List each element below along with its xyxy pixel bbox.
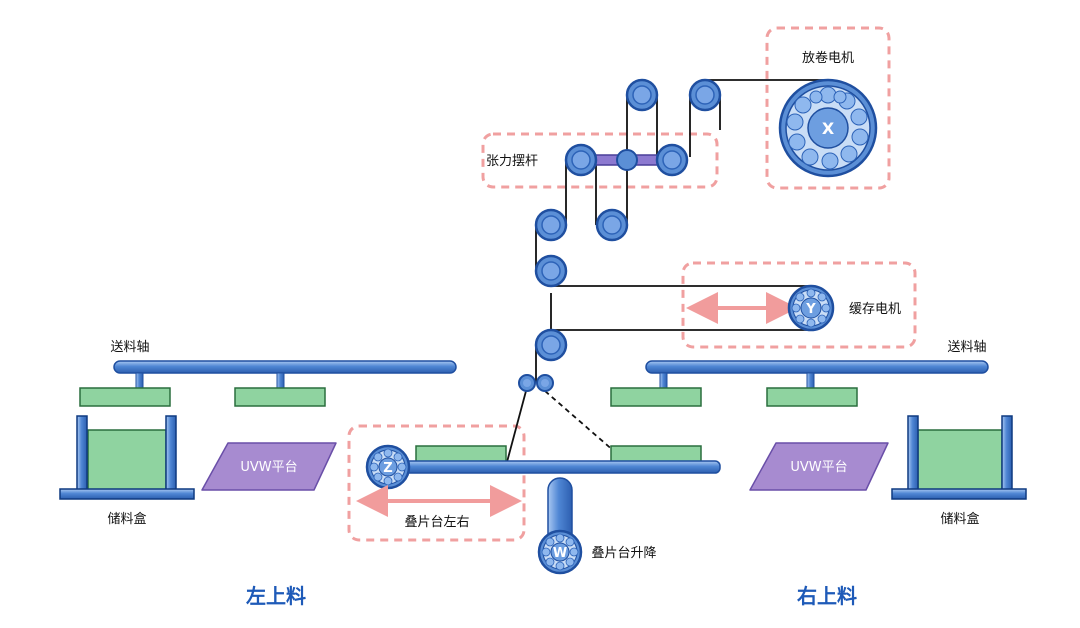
stack-lr-label: 叠片台左右 bbox=[404, 515, 469, 530]
tension-arm bbox=[564, 143, 689, 177]
roller bbox=[688, 78, 722, 112]
feed-shaft-left-label: 送料轴 bbox=[110, 340, 149, 355]
uvw-right-label: UVW平台 bbox=[790, 460, 847, 475]
buffer-motor-label: 缓存电机 bbox=[849, 302, 901, 317]
motor-y-letter: Y bbox=[805, 302, 816, 317]
stack-motor-w: W bbox=[537, 529, 583, 575]
storage-box-left-label: 储料盒 bbox=[107, 511, 146, 527]
tension-arm-label: 张力摆杆 bbox=[486, 154, 538, 169]
feed-shaft-right-label: 送料轴 bbox=[947, 340, 986, 355]
roller bbox=[625, 78, 659, 112]
unwind-motor-x: X bbox=[778, 78, 878, 178]
left-feed-title: 左上料 bbox=[246, 584, 306, 608]
buffer-motor-box bbox=[681, 261, 917, 349]
rollers bbox=[534, 78, 722, 362]
roller bbox=[534, 254, 568, 288]
right-feed-title: 右上料 bbox=[797, 584, 857, 608]
right-storage-box bbox=[891, 415, 1027, 500]
uvw-left-label: UVW平台 bbox=[240, 460, 297, 475]
uvw-platform-right: UVW平台 bbox=[749, 442, 889, 491]
guide-rollers bbox=[518, 374, 554, 392]
film-path bbox=[506, 79, 828, 463]
stack-motor-z: Z bbox=[365, 444, 411, 490]
tension-arm-box bbox=[481, 132, 719, 189]
unwind-motor-label: 放卷电机 bbox=[802, 50, 854, 66]
roller bbox=[595, 208, 629, 242]
left-feed-shaft bbox=[79, 360, 457, 407]
stacking-table bbox=[379, 445, 721, 549]
uvw-platform-left: UVW平台 bbox=[201, 442, 337, 491]
left-storage-box bbox=[59, 415, 195, 500]
right-feed-shaft bbox=[610, 360, 989, 407]
roller bbox=[534, 208, 568, 242]
roller bbox=[534, 328, 568, 362]
unwind-motor-box bbox=[765, 26, 891, 190]
storage-box-right-label: 储料盒 bbox=[940, 511, 979, 527]
film-path-dashed bbox=[544, 390, 616, 453]
motor-z-letter: Z bbox=[383, 461, 392, 476]
stack-lift-label: 叠片台升降 bbox=[591, 546, 656, 561]
buffer-motor-y: Y bbox=[686, 284, 835, 332]
motor-x-letter: X bbox=[822, 119, 835, 138]
motor-w-letter: W bbox=[553, 546, 567, 561]
stack-lr-box bbox=[347, 424, 526, 542]
